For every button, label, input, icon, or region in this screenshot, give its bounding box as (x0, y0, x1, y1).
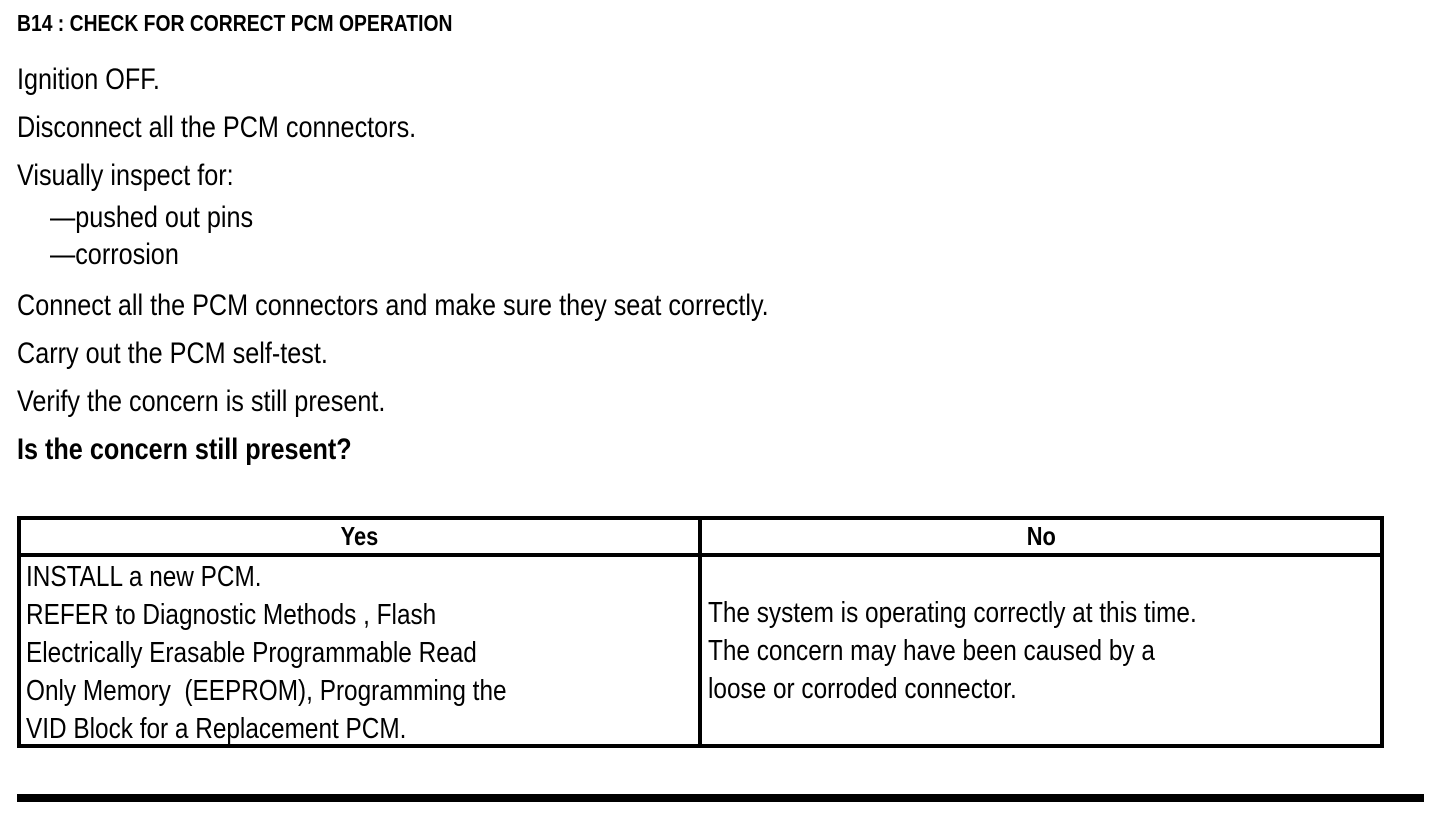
instruction-line: Disconnect all the PCM connectors. (17, 104, 1417, 152)
yes-action-text: REFER to Diagnostic Methods , Flash (26, 599, 437, 631)
instruction-sub-item: —corrosion (17, 236, 1417, 273)
instruction-line: Connect all the PCM connectors and make … (17, 282, 1417, 330)
yes-action-text: VID Block for a Replacement PCM. (26, 713, 407, 745)
instruction-text: Visually inspect for: (17, 159, 234, 192)
instruction-text: Carry out the PCM self-test. (17, 337, 328, 370)
table-header-row: Yes No (21, 520, 1380, 557)
instruction-text: —pushed out pins (50, 201, 254, 234)
instruction-line: Ignition OFF. (17, 56, 1417, 104)
instruction-list: Ignition OFF. Disconnect all the PCM con… (17, 56, 1417, 474)
no-action-text: The concern may have been caused by a (708, 634, 1155, 667)
section-divider-rule (17, 794, 1424, 802)
table-cell-no: The system is operating correctly at thi… (698, 557, 1380, 744)
yes-action-line: REFER to Diagnostic Methods , Flash (26, 596, 698, 634)
instruction-text: —corrosion (50, 238, 179, 271)
no-action-text: loose or corroded connector. (708, 672, 1017, 705)
yes-action-line: VID Block for a Replacement PCM. (26, 710, 698, 748)
instruction-sub-item: —pushed out pins (17, 199, 1417, 236)
table-body-row: INSTALL a new PCM. REFER to Diagnostic M… (21, 557, 1380, 745)
yes-action-line: Electrically Erasable Programmable Read (26, 634, 698, 672)
yes-action-line: Only Memory (EEPROM), Programming the (26, 672, 698, 710)
step-title-text: B14 : CHECK FOR CORRECT PCM OPERATION (17, 10, 453, 36)
decision-question: Is the concern still present? (17, 426, 1417, 474)
instruction-text: Verify the concern is still present. (17, 385, 386, 418)
instruction-line: Carry out the PCM self-test. (17, 330, 1417, 378)
instruction-line: Visually inspect for: (17, 152, 1417, 200)
yes-action-list: INSTALL a new PCM. REFER to Diagnostic M… (21, 557, 698, 748)
no-action-line: The system is operating correctly at thi… (708, 594, 1290, 632)
table-header-cell-no: No (698, 520, 1380, 553)
column-header-yes-text: Yes (340, 521, 379, 551)
instruction-text: Disconnect all the PCM connectors. (17, 111, 417, 144)
decision-question-text: Is the concern still present? (17, 433, 352, 466)
page-title: B14 : CHECK FOR CORRECT PCM OPERATION (17, 10, 535, 36)
table-cell-yes: INSTALL a new PCM. REFER to Diagnostic M… (21, 557, 698, 745)
no-action-list: The system is operating correctly at thi… (708, 594, 1290, 708)
no-action-line: loose or corroded connector. (708, 670, 1290, 708)
no-action-line: The concern may have been caused by a (708, 632, 1290, 670)
table-header-cell-yes: Yes (21, 520, 698, 553)
yes-action-line: INSTALL a new PCM. (26, 558, 698, 596)
decision-table: Yes No INSTALL a new PCM. REFER to Diagn… (17, 516, 1384, 748)
column-header-no: No (702, 520, 1380, 553)
instruction-text: Ignition OFF. (17, 63, 160, 96)
column-header-yes: Yes (21, 520, 698, 553)
yes-action-text: INSTALL a new PCM. (26, 561, 262, 593)
instruction-text: Connect all the PCM connectors and make … (17, 289, 769, 322)
no-action-text: The system is operating correctly at thi… (708, 596, 1197, 629)
column-header-no-text: No (1026, 521, 1056, 551)
yes-action-text: Electrically Erasable Programmable Read (26, 637, 477, 669)
yes-action-text: Only Memory (EEPROM), Programming the (26, 675, 507, 707)
instruction-line: Verify the concern is still present. (17, 378, 1417, 426)
